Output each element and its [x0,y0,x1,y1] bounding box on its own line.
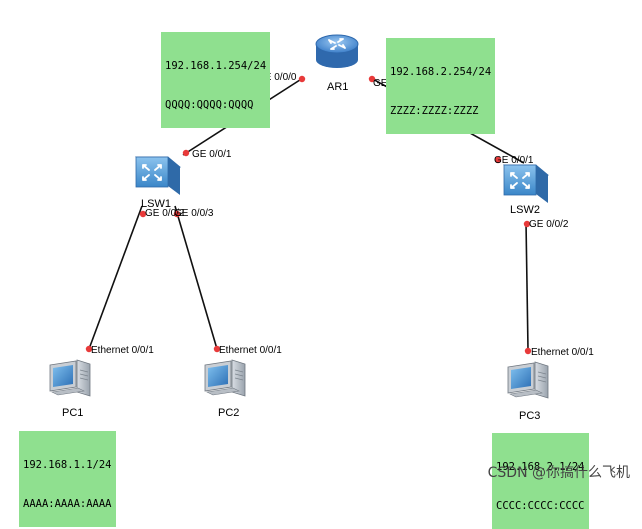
pc3-label: PC3 [519,410,540,422]
port-dot-lsw1-ge001 [182,149,190,157]
port-dot-pc3-eth [524,347,532,355]
link-lsw2-pc3 [525,221,529,350]
pc-icon [204,359,246,397]
note-ipv6: ZZZZ:ZZZZ:ZZZZ [390,105,479,117]
note-ipv6: AAAA:AAAA:AAAA [23,498,112,510]
port-dot-pc1-eth [85,345,93,353]
pc1-label: PC1 [62,407,83,419]
port-label-lsw2-ge002: GE 0/0/2 [529,219,569,230]
port-label-pc3-eth: Ethernet 0/0/1 [531,347,594,358]
switch-lsw2-label: LSW2 [510,204,540,216]
note-ipv4: 192.168.2.1/24 [496,461,585,473]
port-dot-ar1-ge001 [368,75,376,83]
pc2-label: PC2 [218,407,239,419]
port-dot-ar1-ge000 [298,75,306,83]
note-ipv4: 192.168.2.254/24 [390,66,492,78]
port-label-lsw2-ge001: GE 0/0/1 [494,155,534,166]
pc-pc1[interactable]: PC1 [49,359,91,419]
switch-icon [134,156,182,195]
note-ipv4: 192.168.1.254/24 [165,60,267,72]
port-label-ar1-ge000: GE 0/0/0 [257,72,297,83]
topology-canvas: AR1 LSW1 L [49,34,594,422]
note-ipv6: QQQQ:QQQQ:QQQQ [165,99,254,111]
port-label-pc1-eth: Ethernet 0/0/1 [91,345,154,356]
port-label-lsw1-ge003: GE 0/0/3 [174,208,214,219]
note-ipv6: CCCC:CCCC:CCCC [496,500,585,512]
watermark: CSDN @你搞什么飞机 [487,465,630,481]
router-ar1[interactable]: AR1 [315,34,359,93]
port-dot-lsw2-ge002 [523,220,531,228]
note-ipv4: 192.168.1.1/24 [23,459,112,471]
router-icon [315,34,359,68]
router-ar1-label: AR1 [327,81,348,93]
pc-pc3[interactable]: PC3 [507,361,549,422]
port-dot-lsw2-ge001 [494,156,502,164]
note-ar1-ge001-address: 192.168.2.254/24 ZZZZ:ZZZZ:ZZZZ [386,38,496,134]
pc-icon [49,359,91,397]
port-dot-lsw1-ge003 [173,210,181,218]
port-label-pc2-eth: Ethernet 0/0/1 [219,345,282,356]
note-ar1-ge000-address: 192.168.1.254/24 QQQQ:QQQQ:QQQQ [161,32,271,128]
switch-lsw1-label: LSW1 [141,198,171,210]
switch-lsw2[interactable]: LSW2 [502,164,550,216]
port-label-lsw1-ge002: GE 0/0/2 [145,208,185,219]
pc-pc2[interactable]: PC2 [204,359,246,419]
pc-icon [507,361,549,399]
port-dot-pc2-eth [213,345,221,353]
port-label-lsw1-ge001: GE 0/0/1 [192,149,232,160]
link-lsw1-pc1 [88,205,143,350]
port-dot-lsw1-ge002 [139,210,147,218]
link-lsw1-pc2 [174,205,218,350]
note-pc1-address: 192.168.1.1/24 AAAA:AAAA:AAAA [19,431,116,527]
switch-icon [502,164,550,203]
switch-lsw1[interactable]: LSW1 [134,156,182,210]
